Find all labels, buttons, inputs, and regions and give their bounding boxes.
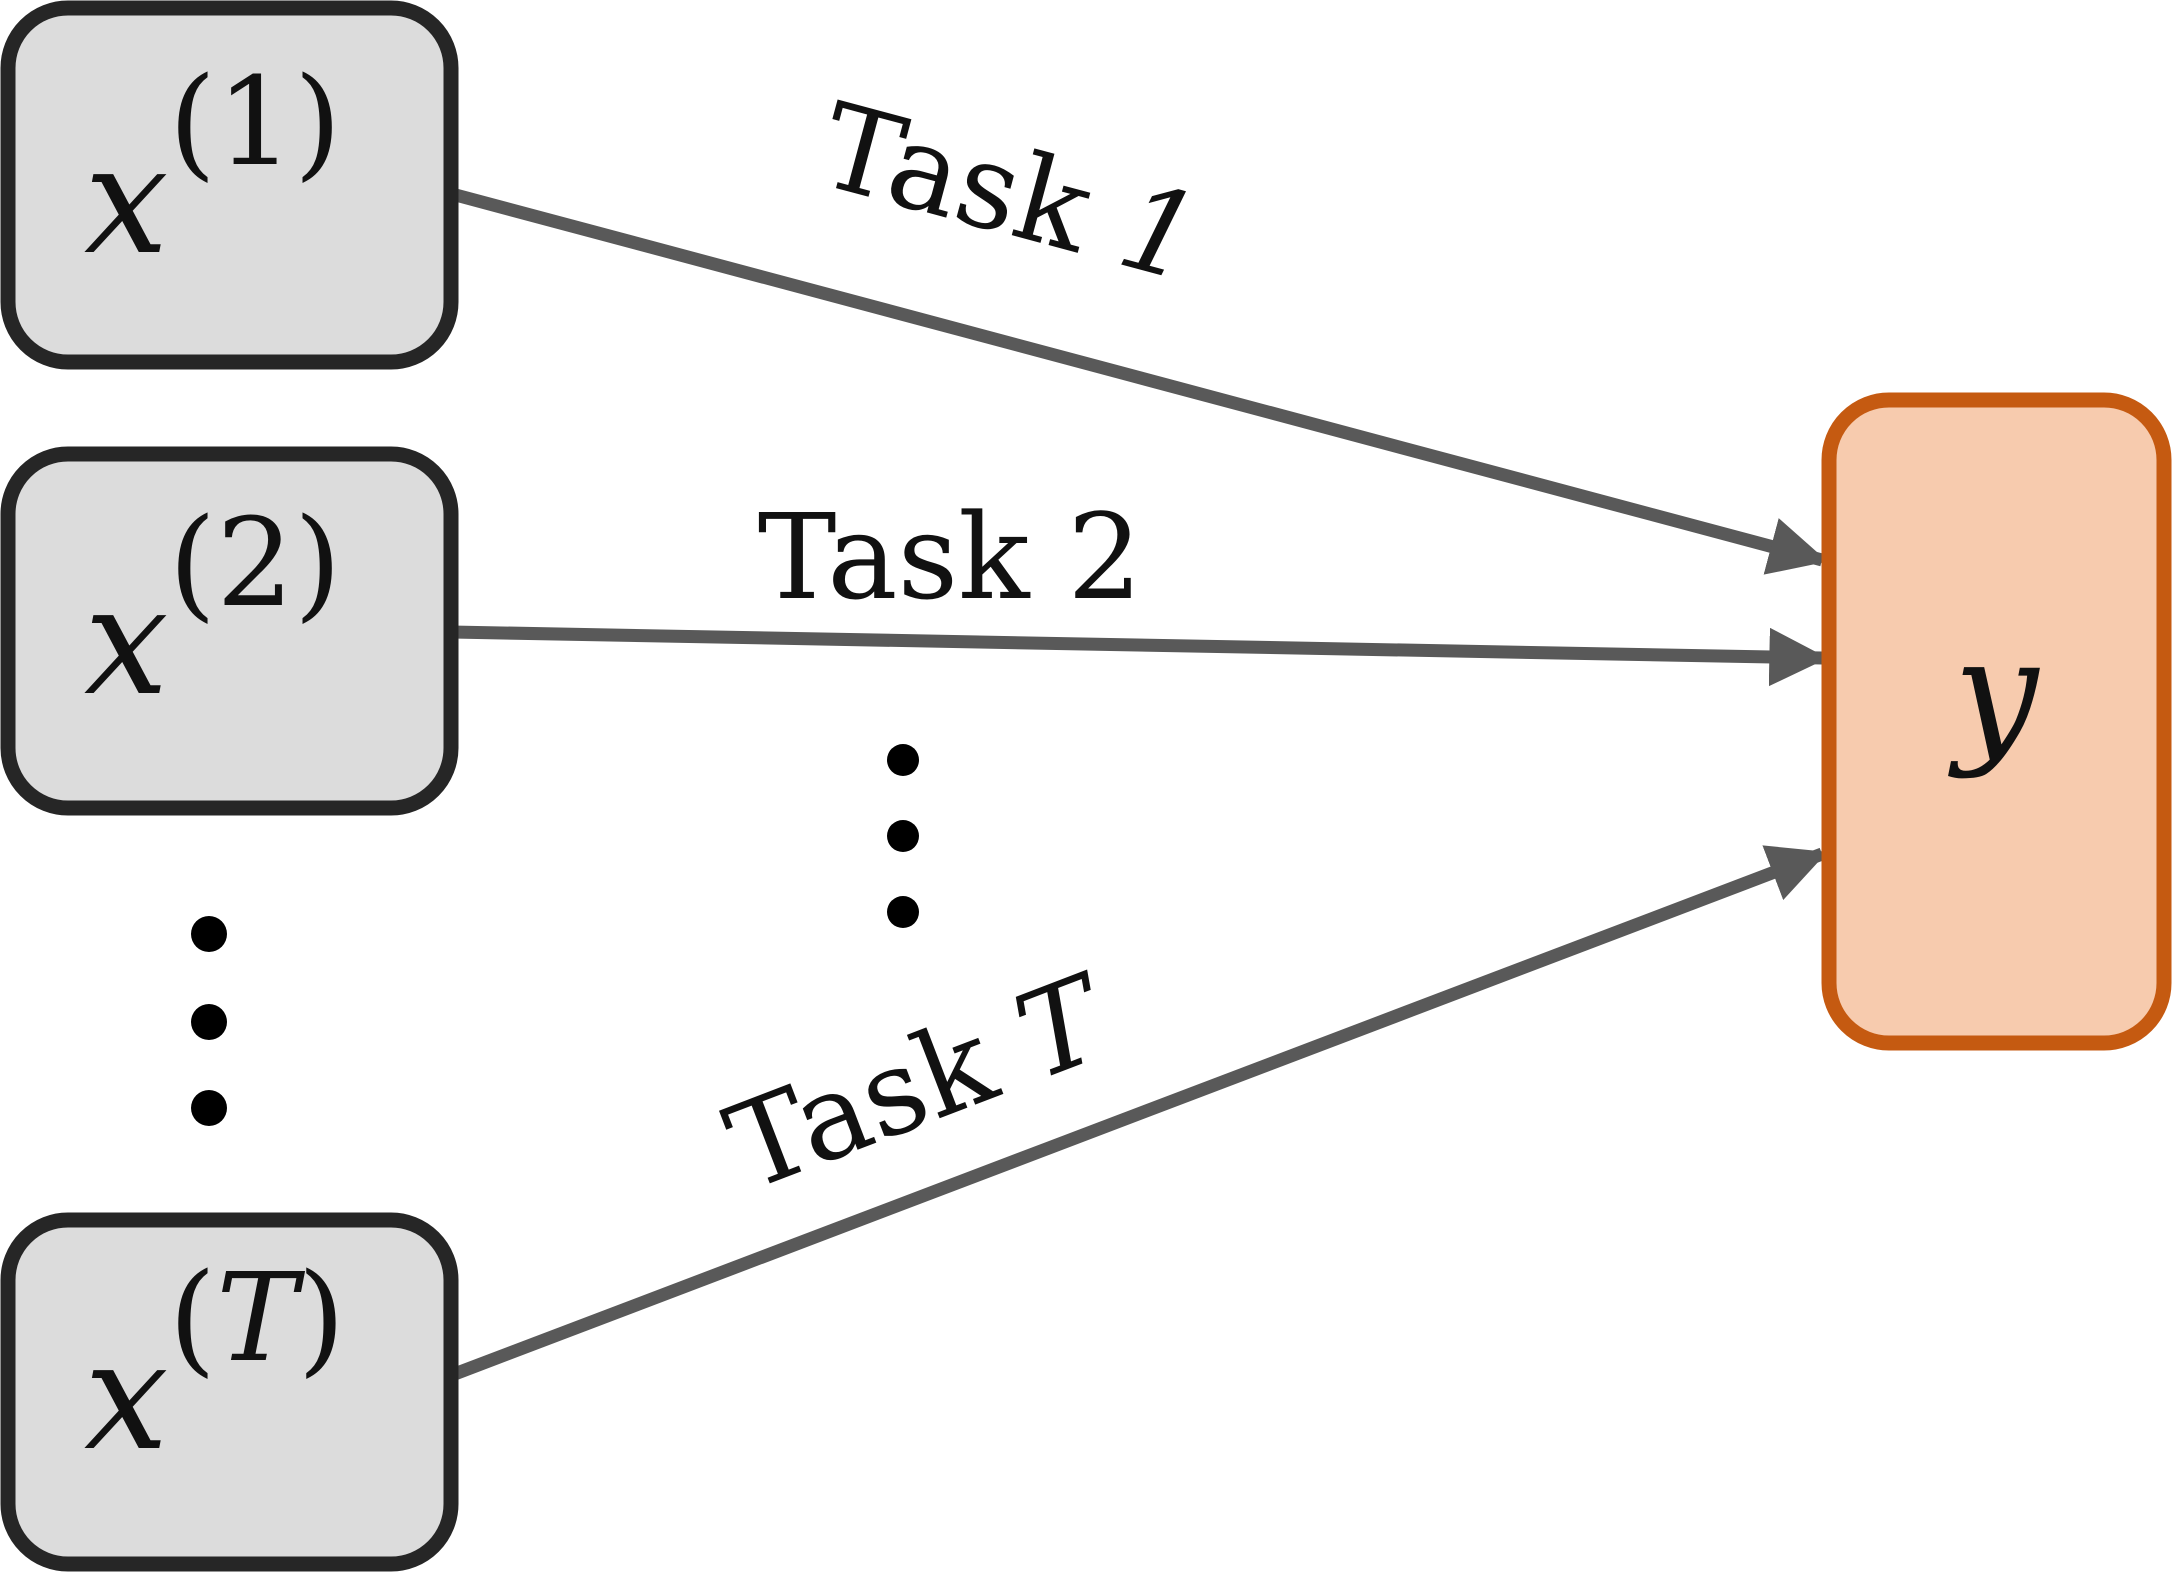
edge-task-2 — [451, 625, 1828, 687]
ellipsis-dot — [887, 896, 919, 928]
output-node-label: y — [1948, 607, 2041, 781]
ellipsis-dot — [887, 744, 919, 776]
edge-label-task-t: Task T — [709, 947, 1128, 1218]
ellipsis-dot — [191, 1090, 227, 1126]
input-node-1-label: x(1) — [84, 51, 341, 288]
input-node-t: x(T) — [0, 1212, 459, 1572]
edge-label-task-1: Task 1 — [807, 76, 1214, 309]
input-node-1: x(1) — [0, 0, 459, 370]
ellipsis-dot — [191, 916, 227, 952]
edge-label-task-2: Task 2 — [758, 488, 1143, 626]
edge-task-t — [449, 845, 1828, 1382]
edge-task-1 — [450, 187, 1828, 575]
edge-ellipsis — [887, 744, 919, 928]
input-ellipsis — [191, 916, 227, 1126]
input-node-2-label: x(2) — [84, 492, 341, 729]
input-node-2: x(2) — [0, 446, 459, 816]
input-node-t-label: x(T) — [84, 1247, 345, 1484]
ellipsis-dot — [887, 820, 919, 852]
output-node: y — [1821, 392, 2172, 1051]
ellipsis-dot — [191, 1004, 227, 1040]
